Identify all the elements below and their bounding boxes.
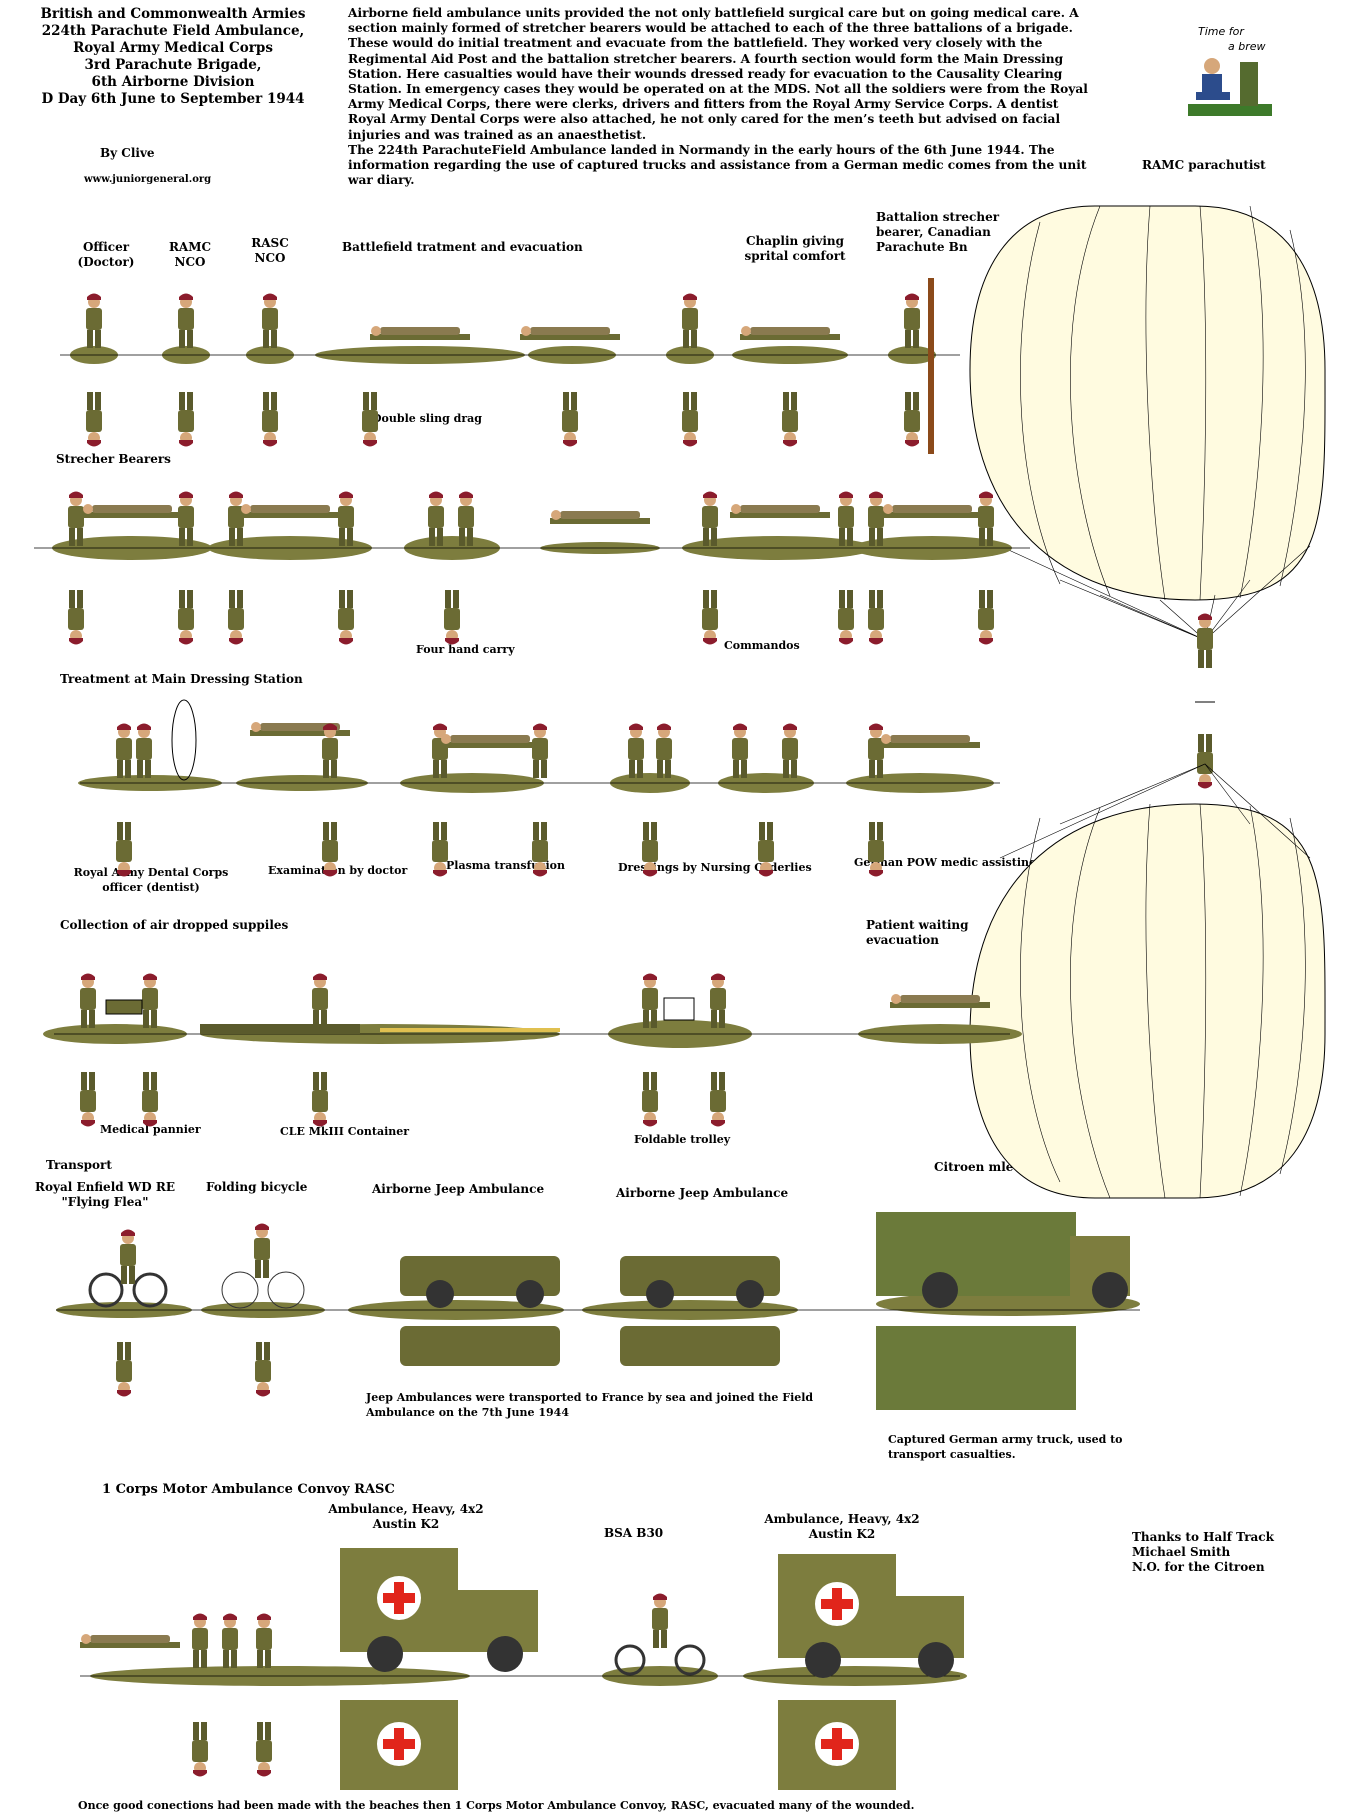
jeep-note: Jeep Ambulances were transported to Fran… (366, 1391, 814, 1419)
parachute-bottom (969, 763, 1326, 1199)
label-double-sling: Double sling drag (372, 412, 482, 425)
label-pow: German POW medic assisting (854, 856, 1037, 869)
row2-bases (34, 536, 1030, 560)
row3-figures (116, 699, 980, 877)
heading-transport: Transport (46, 1158, 112, 1172)
website-link[interactable]: www.juniorgeneral.org (84, 174, 212, 185)
label-pannier: Medical pannier (100, 1123, 201, 1136)
title-line: D Day 6th June to September 1944 (41, 91, 305, 107)
label-bicycle: Folding bicycle (206, 1180, 308, 1194)
title-line: Royal Army Medical Corps (73, 40, 273, 56)
title-line: British and Commonwealth Armies (40, 6, 306, 22)
label-container: CLE MkIII Container (280, 1125, 410, 1138)
row3-bases (78, 773, 1000, 793)
row4-figures (80, 973, 990, 1127)
row5-vehicles (88, 1212, 1130, 1410)
label-battlefield: Battlefield tratment and evacuation (342, 240, 583, 254)
row1-figures (86, 278, 934, 454)
tea-break-icon (1188, 58, 1272, 116)
label-examination: Examination by doctor (268, 864, 408, 877)
row1-bases (60, 346, 960, 364)
byline: By Clive (100, 146, 155, 160)
label-bsa: BSA B30 (604, 1526, 664, 1540)
footer-note: Once good conections had been made with … (78, 1799, 915, 1812)
intro-paragraph: Airborne field ambulance units provided … (348, 6, 1088, 188)
label-trolley: Foldable trolley (634, 1133, 731, 1146)
row4-bases (43, 1020, 1022, 1048)
parachutist-figure (1195, 613, 1215, 789)
label-enfield: Royal Enfield WD RE"Flying Flea" (35, 1180, 175, 1209)
title-line: 6th Airborne Division (91, 74, 255, 90)
label-parachutist: RAMC parachutist (1142, 158, 1266, 172)
row5-bases (56, 1292, 1140, 1320)
label-jeep2: Airborne Jeep Ambulance (616, 1186, 789, 1200)
row6-bases (80, 1666, 967, 1686)
header-title: British and Commonwealth Armies 224th Pa… (14, 6, 332, 108)
row6-vehicles (80, 1548, 964, 1790)
heading-convoy: 1 Corps Motor Ambulance Convoy RASC (102, 1482, 395, 1497)
label-jeep1: Airborne Jeep Ambulance (372, 1182, 545, 1196)
title-line: 224th Parachute Field Ambulance, (41, 23, 305, 39)
row2-figures (68, 491, 994, 645)
heading-air-drop: Collection of air dropped suppiles (60, 918, 289, 932)
heading-mds: Treatment at Main Dressing Station (60, 672, 303, 686)
title-line: 3rd Parachute Brigade, (84, 57, 262, 73)
label-officer: Officer(Doctor) (77, 240, 135, 269)
parachute-top (969, 205, 1326, 641)
label-four-hand: Four hand carry (416, 643, 515, 656)
heading-stretcher-bearers: Strecher Bearers (56, 452, 171, 466)
label-commandos: Commandos (724, 639, 800, 652)
